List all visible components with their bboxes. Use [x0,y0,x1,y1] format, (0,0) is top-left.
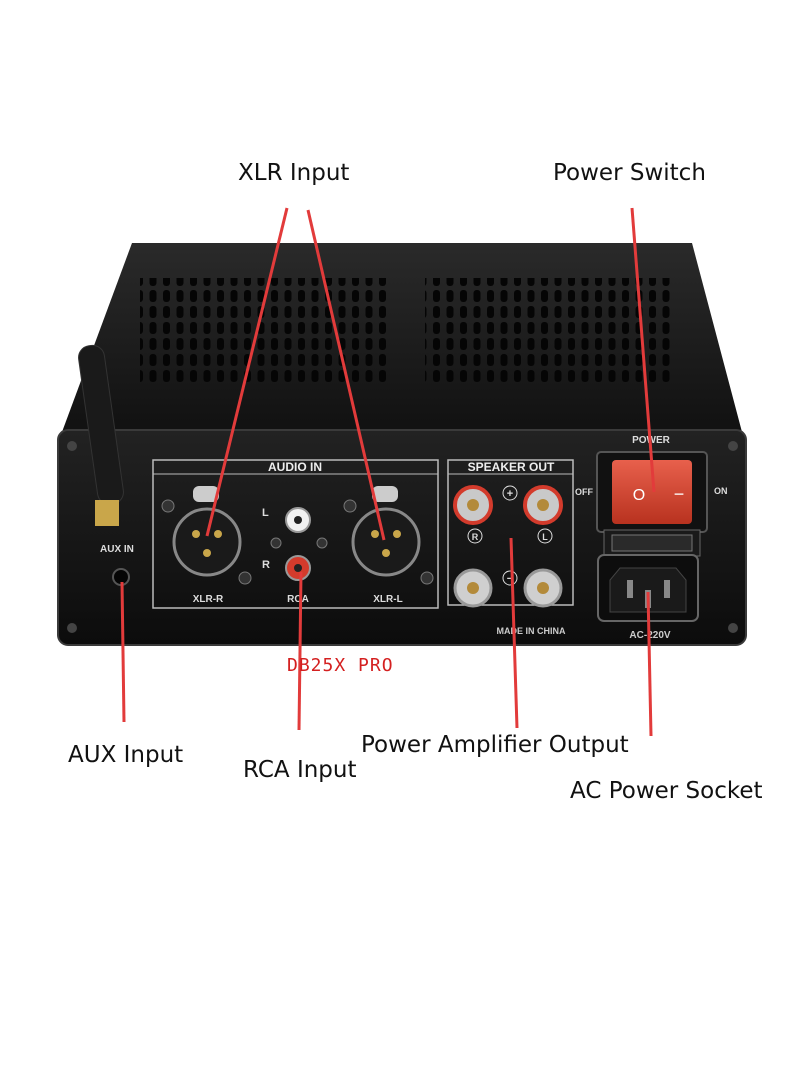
power-switch-callout: Power Switch [553,160,706,186]
rca-r-label: R [262,559,270,571]
aux-input-callout: AUX Input [68,742,184,768]
audio-in-label: AUDIO IN [268,460,322,474]
xlr-l-label: XLR-L [373,594,402,605]
rca-input-callout: RCA Input [243,757,357,783]
screw-icon [728,441,738,451]
screw-icon [67,441,77,451]
aux-in-label: AUX IN [100,544,134,555]
xlr-right-connector[interactable] [172,507,242,577]
vent-grille-right [425,278,670,386]
rca-callout-line [297,571,303,731]
plus-symbol: + [507,488,513,500]
speaker-out-label: SPEAKER OUT [468,460,555,474]
model-label: DB25X PRO [287,655,394,676]
screw-icon [67,623,77,633]
xlr-latch [193,486,219,502]
antenna-connector [95,500,119,526]
screw-icon [728,623,738,633]
power-switch-callout-line [630,207,656,493]
speaker-out-panel [447,459,574,606]
power-switch[interactable] [612,460,692,524]
xlr-left-connector[interactable] [351,507,421,577]
off-label: OFF [575,487,593,497]
xlr-input-callout: XLR Input [238,160,350,186]
xlr-callout-line-left [306,209,386,541]
made-in-china-label: MADE IN CHINA [497,626,566,636]
ac-socket-callout-line [646,591,653,737]
switch-off-glyph: O [633,487,645,504]
rca-label: RCA [287,594,309,605]
rca-l-label: L [262,507,269,519]
audio-in-panel [152,459,439,609]
aux-callout-line [120,581,126,723]
switch-on-glyph: − [674,484,685,504]
speaker-l-marker: L [542,532,548,542]
xlr-r-label: XLR-R [193,594,224,605]
on-label: ON [714,486,728,496]
xlr-latch [372,486,398,502]
speaker-r-marker: R [472,532,479,542]
ac-power-socket-callout: AC Power Socket [570,778,763,804]
amp-output-callout-line [509,537,519,729]
power-amp-output-callout: Power Amplifier Output [361,732,629,758]
xlr-callout-line-right [205,207,289,537]
minus-symbol: − [507,573,513,585]
